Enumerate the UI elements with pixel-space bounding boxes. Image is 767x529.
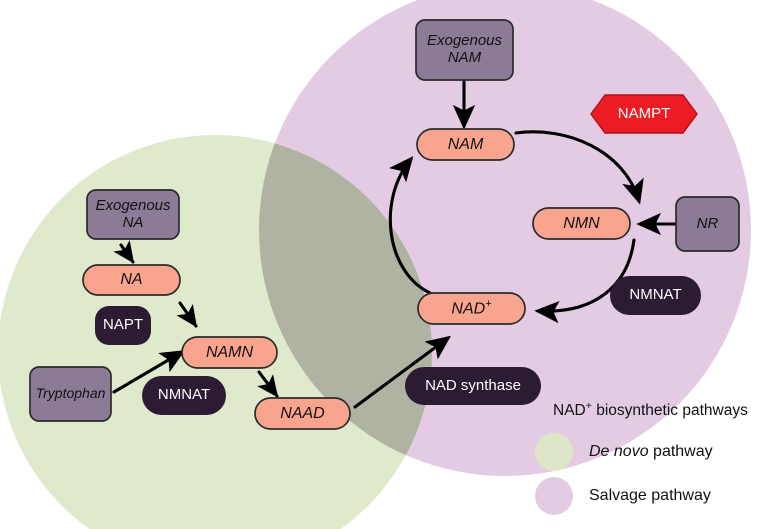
pathway-overlap-region (259, 135, 432, 476)
node-nad-synthase[interactable] (405, 367, 541, 405)
edge-nmn-to-nad-curved (534, 238, 636, 324)
legend-item-de-novo: De novo pathway (589, 443, 713, 460)
edge-exogenous-na-to-na (113, 240, 135, 264)
edge-naad-to-nad (353, 335, 451, 409)
node-namn[interactable] (181, 336, 278, 369)
edge-nad-to-nam-curved (388, 156, 432, 295)
legend-title: NAD+ biosynthetic pathways (553, 400, 748, 420)
node-napt[interactable] (95, 306, 151, 345)
node-nampt[interactable] (590, 94, 698, 134)
node-nmnat-left[interactable] (142, 376, 226, 415)
legend-swatch-salvage (535, 477, 573, 515)
legend-swatches (535, 433, 573, 515)
edge-tryptophan-to-namn (112, 350, 186, 394)
node-naad[interactable] (254, 397, 351, 430)
node-exogenous-nam[interactable] (415, 19, 514, 81)
node-na[interactable] (82, 264, 181, 296)
node-tryptophan[interactable] (29, 366, 112, 422)
edge-nam-to-nmn-curved (514, 130, 644, 205)
node-exogenous-na[interactable] (86, 189, 180, 240)
node-nam[interactable] (416, 128, 515, 161)
node-nr[interactable] (675, 196, 740, 252)
node-shapes (29, 19, 740, 430)
legend-swatch-de-novo (535, 433, 573, 471)
edges (112, 80, 678, 409)
node-nad-plus[interactable] (417, 292, 526, 325)
edge-na-to-namn (176, 301, 198, 328)
node-nmnat-right[interactable] (610, 276, 701, 315)
legend-item-salvage: Salvage pathway (589, 487, 711, 504)
edge-namn-to-naad (257, 370, 279, 398)
node-nmn[interactable] (532, 207, 631, 240)
